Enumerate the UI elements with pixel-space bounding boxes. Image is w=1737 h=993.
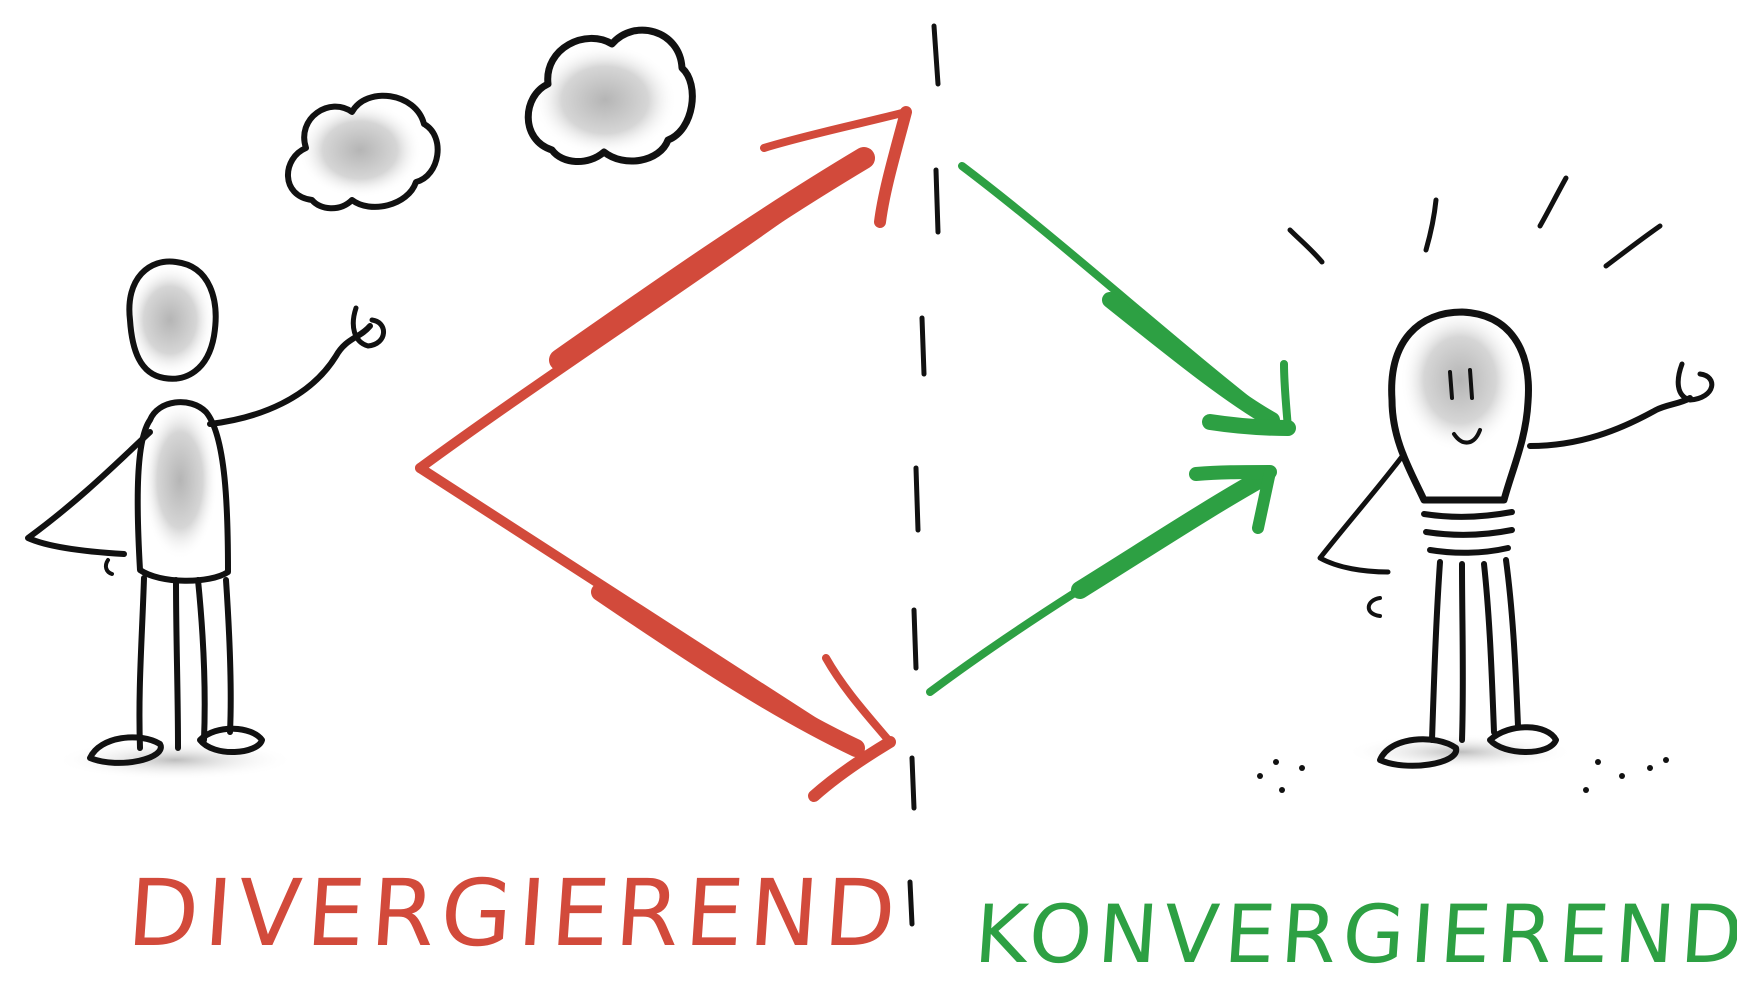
dashed-divider-line	[910, 26, 938, 924]
converging-arrows	[930, 166, 1288, 692]
lightbulb-person-icon	[1257, 178, 1712, 793]
divergent-label: DIVERGIEREND	[125, 868, 905, 960]
thought-cloud-icon	[528, 30, 692, 161]
person-thinking-icon	[28, 261, 384, 780]
diverging-arrows	[420, 112, 906, 796]
convergent-label: KONVERGIEREND	[972, 895, 1737, 975]
thought-cloud-icon	[288, 96, 438, 209]
